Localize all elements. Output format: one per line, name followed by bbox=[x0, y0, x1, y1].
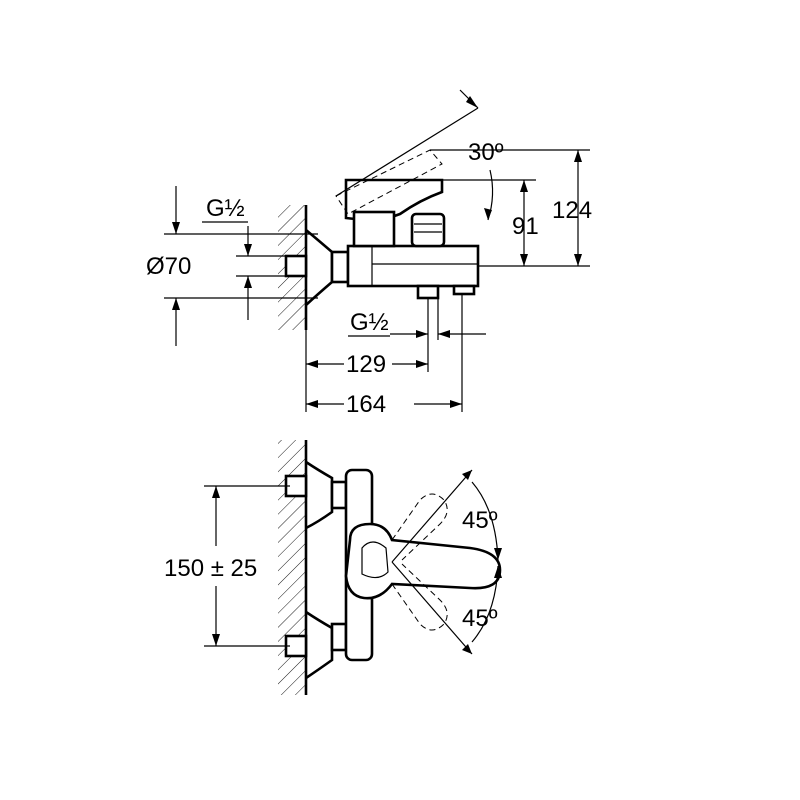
diverter-knob bbox=[410, 212, 446, 248]
angle-45-up-arc-arrow bbox=[494, 548, 502, 560]
front-view: 45º 45º 150 ± 25 bbox=[164, 440, 502, 695]
escutcheon-side bbox=[305, 229, 334, 306]
dim-129-arrow-left bbox=[306, 360, 318, 368]
mixer-body-side bbox=[346, 244, 480, 288]
g-bottom-arrow-right bbox=[438, 330, 450, 338]
g-top-arrow-bottom bbox=[244, 276, 252, 288]
dim-129-label: 129 bbox=[346, 351, 386, 378]
dim-164-arrow-left bbox=[306, 400, 318, 408]
lever-rotated-outline bbox=[335, 149, 443, 215]
dim-129-arrow-right bbox=[416, 360, 428, 368]
dim-91-arrow-bottom bbox=[520, 254, 528, 266]
outlet-side bbox=[416, 284, 440, 300]
angle-arc-arrow bbox=[484, 208, 492, 220]
nut-side bbox=[330, 250, 350, 284]
dim-124-arrow-top bbox=[574, 150, 582, 162]
angle-45-down-arrow bbox=[462, 644, 472, 654]
dim-150-arrow-top bbox=[212, 486, 220, 498]
dim-91-label: 91 bbox=[512, 213, 539, 240]
angle-45-up-label: 45º bbox=[462, 507, 498, 534]
angle-30-label: 30º bbox=[468, 139, 504, 166]
dim-124-arrow-bottom bbox=[574, 254, 582, 266]
cartridge-column bbox=[352, 210, 396, 248]
lever-logo bbox=[361, 541, 389, 579]
g-bottom-arrow-left bbox=[416, 330, 428, 338]
lever-rotated-down bbox=[391, 563, 448, 631]
angle-45-up-arrow bbox=[462, 470, 472, 480]
angle-45-down-label: 45º bbox=[462, 605, 498, 632]
dim-diam70-label: Ø70 bbox=[146, 253, 191, 280]
dim-150-arrow-bottom bbox=[212, 634, 220, 646]
nut-upper bbox=[330, 480, 348, 510]
dim-70-arrow-top bbox=[172, 222, 180, 234]
lever-rotated-up bbox=[391, 493, 448, 561]
g-bottom-label: G½ bbox=[350, 309, 389, 336]
dim-150-label: 150 ± 25 bbox=[164, 555, 257, 582]
lever-front bbox=[344, 522, 502, 600]
escutcheon-upper bbox=[305, 460, 334, 530]
angle-reference-line bbox=[335, 107, 479, 197]
angle-45-up-ref bbox=[391, 469, 473, 563]
outlet-aerator bbox=[452, 284, 476, 296]
escutcheon-lower bbox=[305, 610, 334, 680]
dim-70-arrow-bottom bbox=[172, 298, 180, 310]
g-top-arrow-top bbox=[244, 244, 252, 256]
side-view: 30º 124 91 Ø70 G½ bbox=[146, 89, 592, 418]
dim-164-arrow-right bbox=[450, 400, 462, 408]
angle-arrow-top bbox=[466, 96, 478, 108]
nut-lower bbox=[330, 622, 348, 652]
dim-164-label: 164 bbox=[346, 391, 386, 418]
angle-45-down-ref bbox=[391, 561, 473, 655]
angle-45-down-arc-arrow bbox=[494, 566, 502, 578]
wall-connector-side bbox=[284, 254, 308, 278]
g-top-label: G½ bbox=[206, 195, 245, 222]
dim-124-label: 124 bbox=[552, 197, 592, 224]
dim-91-arrow-top bbox=[520, 180, 528, 192]
